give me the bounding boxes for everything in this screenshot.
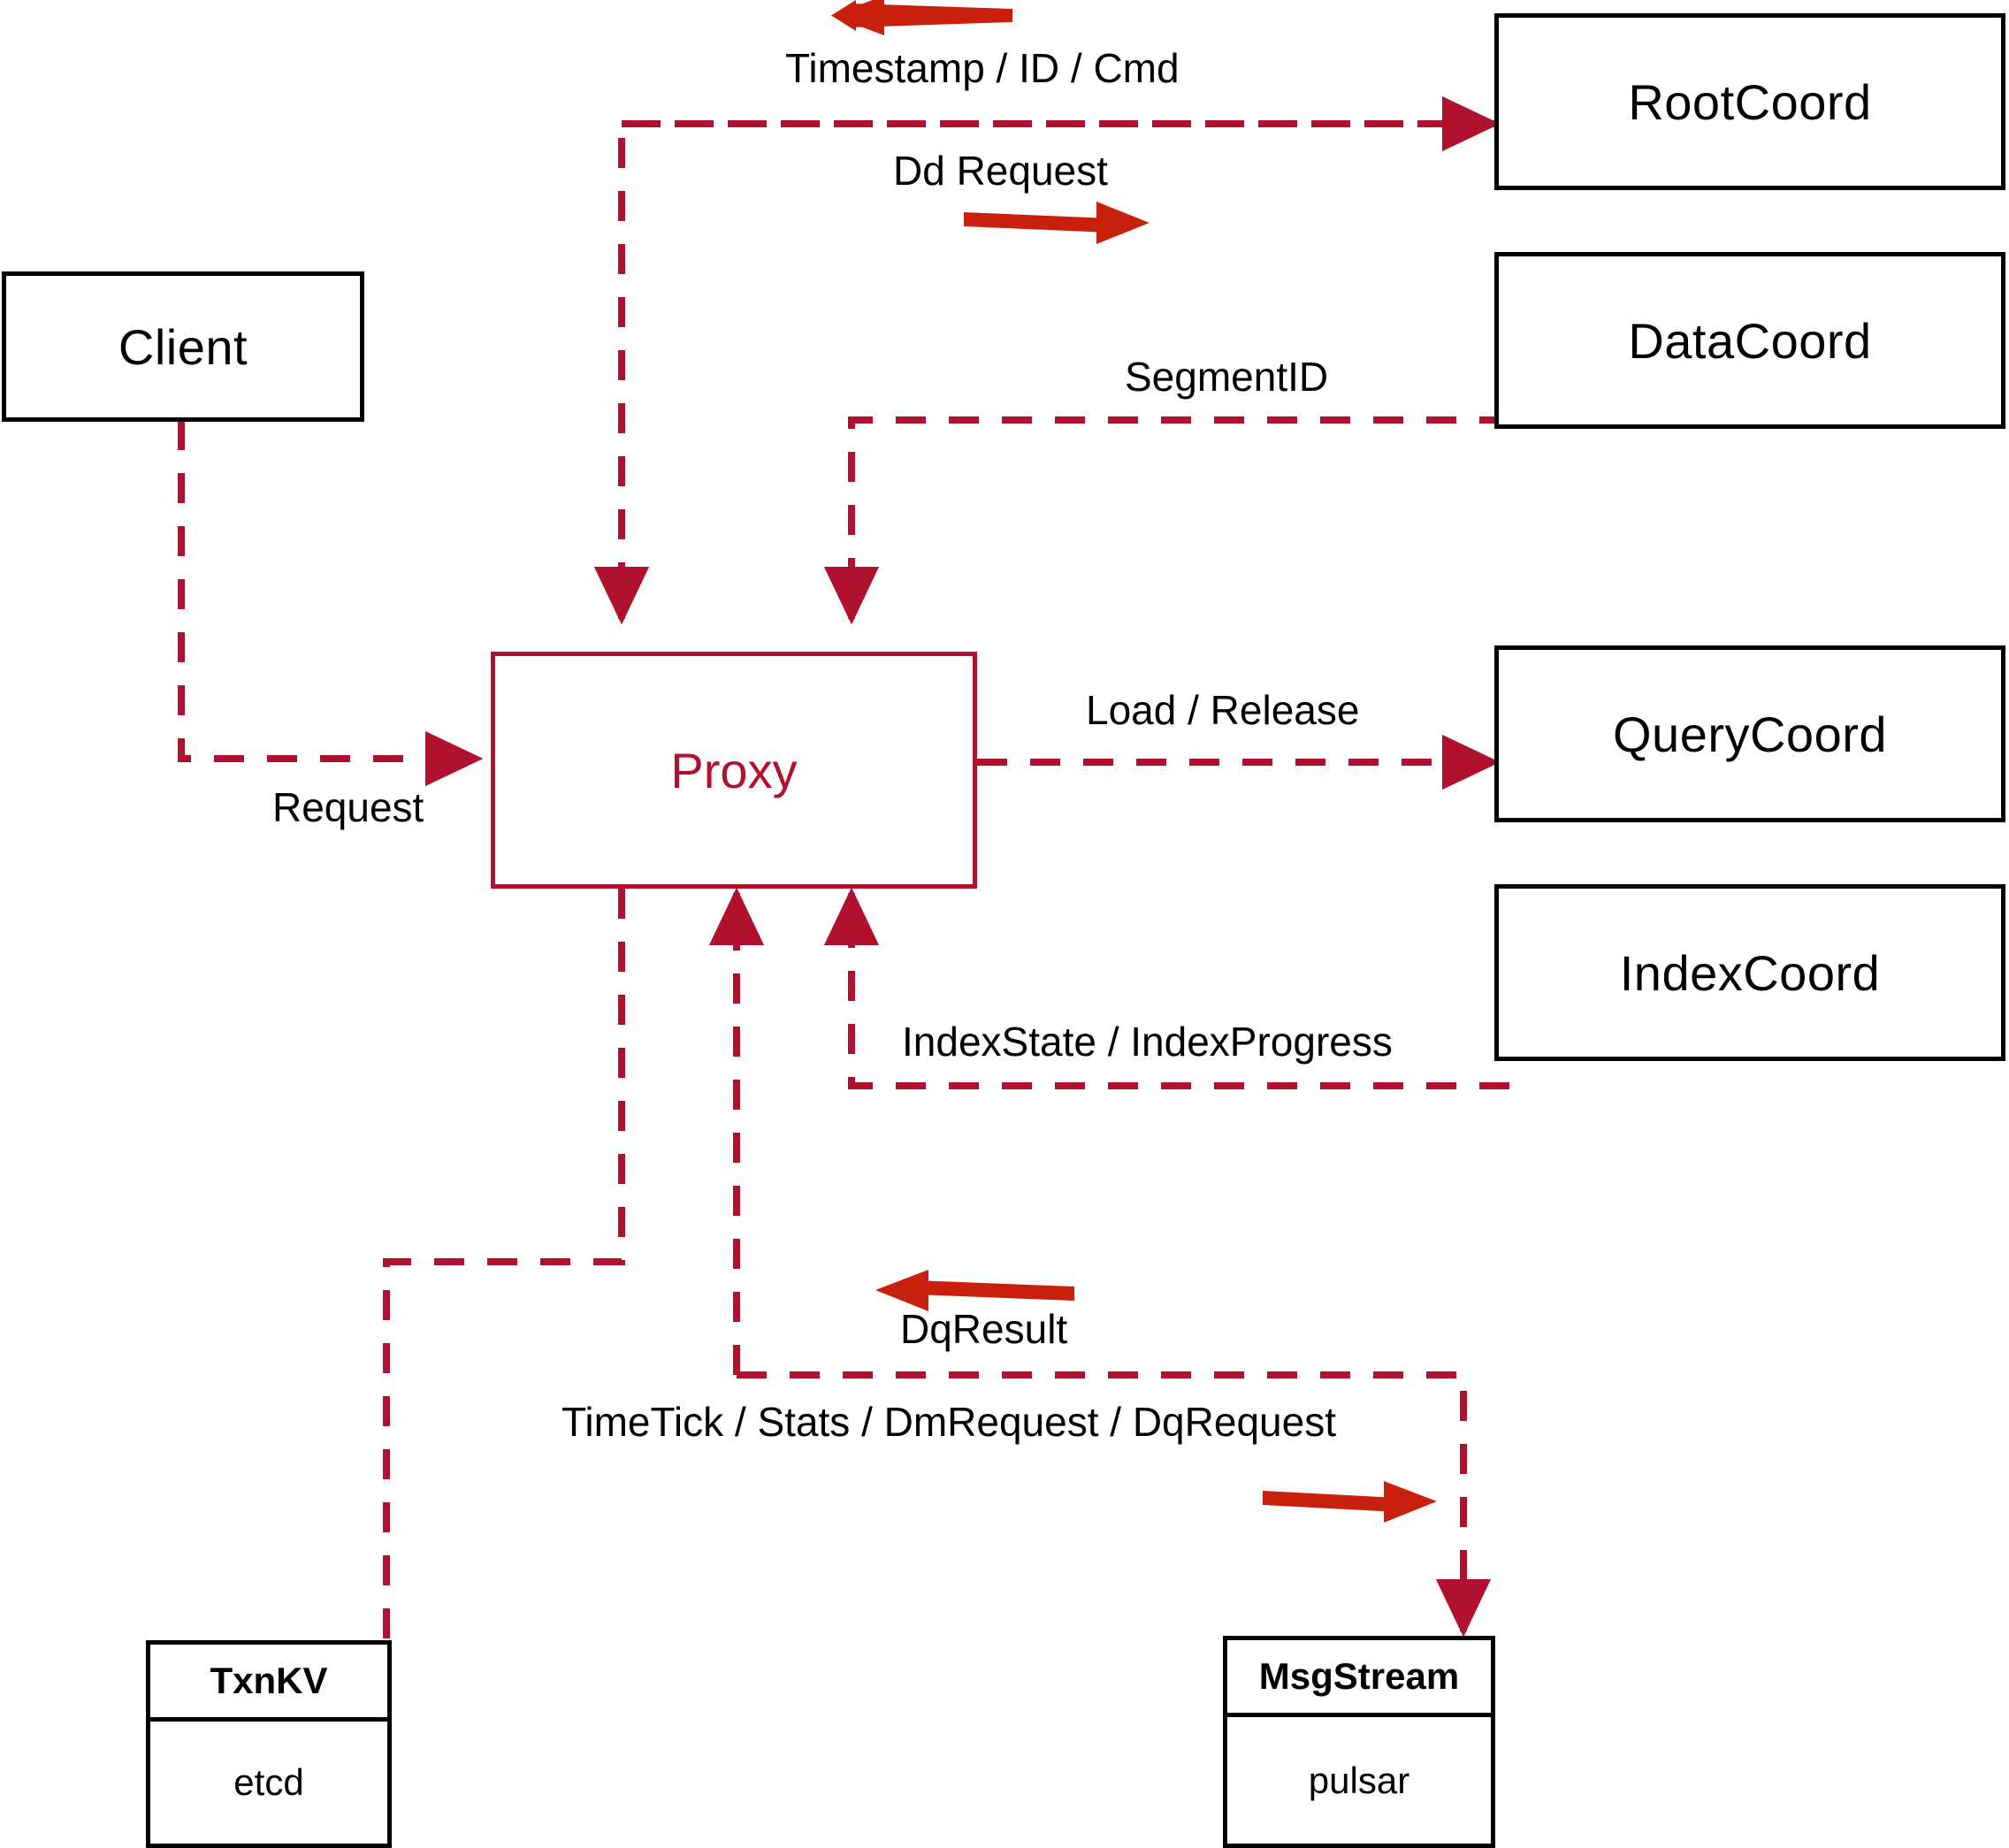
- component-msgstream-header: MsgStream: [1227, 1640, 1491, 1717]
- component-msgstream[interactable]: MsgStream pulsar: [1223, 1636, 1495, 1848]
- edge-label-dd-request: Dd Request: [893, 148, 1108, 194]
- component-msgstream-body: pulsar: [1308, 1759, 1410, 1801]
- component-txnkv[interactable]: TxnKV etcd: [146, 1640, 392, 1848]
- edge-proxy-to-msgstream: [737, 1371, 1492, 1638]
- node-client[interactable]: Client: [2, 271, 364, 422]
- edge-indexcoord-to-proxy: [823, 887, 1509, 1089]
- edge-label-request: Request: [272, 784, 424, 830]
- node-rootcoord[interactable]: RootCoord: [1494, 13, 2005, 190]
- node-proxy-label: Proxy: [670, 742, 798, 798]
- edge-proxy-to-txnkv: [383, 889, 625, 1640]
- arrow-right-dd-request-icon: [964, 202, 1150, 244]
- arrow-left-timestamp-icon: [831, 0, 1012, 35]
- node-indexcoord[interactable]: IndexCoord: [1494, 884, 2005, 1061]
- edge-label-dq-result: DqResult: [900, 1306, 1068, 1352]
- node-querycoord-label: QueryCoord: [1612, 706, 1888, 762]
- component-txnkv-header: TxnKV: [150, 1645, 387, 1722]
- node-client-label: Client: [118, 318, 248, 375]
- edge-label-index-state-progress: IndexState / IndexProgress: [902, 1019, 1393, 1065]
- edge-datacoord-to-proxy: [823, 416, 1509, 625]
- node-proxy[interactable]: Proxy: [491, 652, 977, 889]
- node-datacoord[interactable]: DataCoord: [1494, 252, 2005, 429]
- node-querycoord[interactable]: QueryCoord: [1494, 645, 2005, 822]
- edge-label-timestamp-id-cmd: Timestamp / ID / Cmd: [785, 45, 1180, 91]
- node-indexcoord-label: IndexCoord: [1619, 944, 1881, 1001]
- edge-label-timetick-stats: TimeTick / Stats / DmRequest / DqRequest: [561, 1399, 1336, 1445]
- component-txnkv-body: etcd: [233, 1761, 304, 1803]
- edge-client-to-proxy: [178, 420, 484, 787]
- edge-label-load-release: Load / Release: [1086, 687, 1360, 733]
- node-datacoord-label: DataCoord: [1628, 312, 1872, 369]
- arrow-right-timetick-icon: [1263, 1481, 1437, 1523]
- node-rootcoord-label: RootCoord: [1628, 73, 1872, 130]
- edge-label-segment-id: SegmentID: [1125, 354, 1329, 400]
- arrow-left-dqresult-icon: [875, 1270, 1074, 1311]
